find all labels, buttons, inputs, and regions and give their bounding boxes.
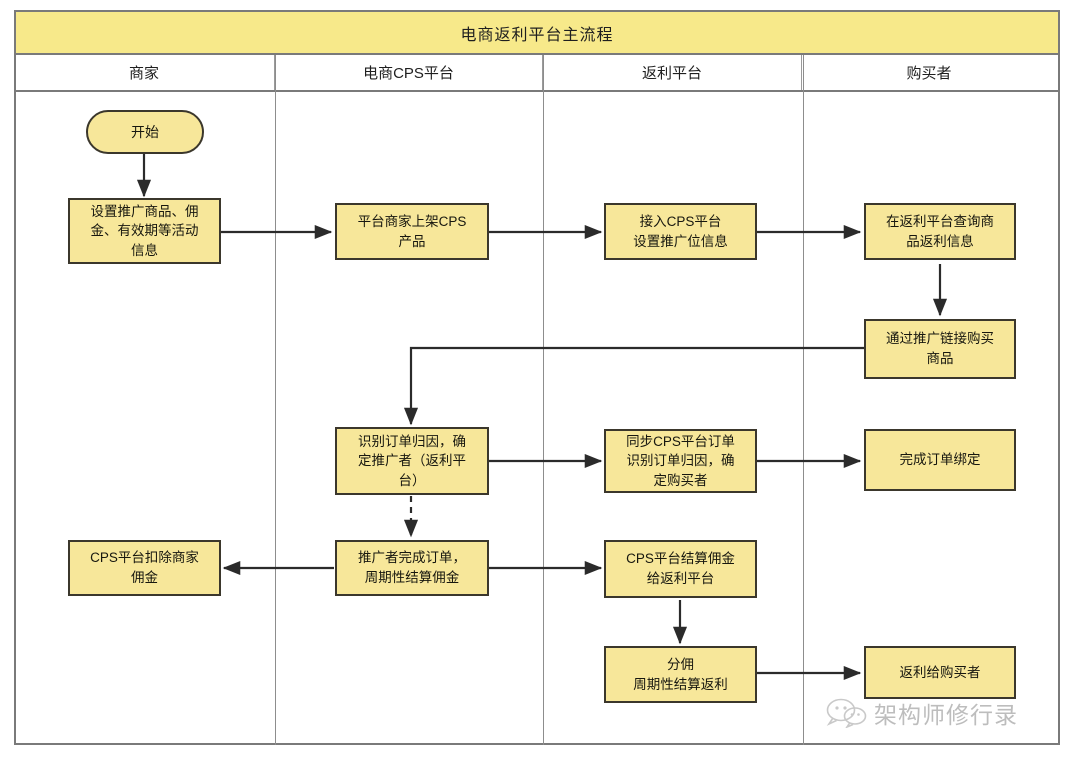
node-buy[interactable]: 通过推广链接购买 商品 <box>864 319 1016 379</box>
diagram-title-text: 电商返利平台主流程 <box>460 26 614 44</box>
lane-header-label: 电商CPS平台 <box>363 65 454 82</box>
lane-header-buyer: 购买者 <box>802 55 1056 90</box>
node-bind[interactable]: 完成订单绑定 <box>864 429 1016 491</box>
lane-header-label: 返利平台 <box>641 65 702 82</box>
lane-header-rebate: 返利平台 <box>543 55 802 90</box>
diagram-title: 电商返利平台主流程 <box>14 10 1060 55</box>
node-deduct[interactable]: CPS平台扣除商家 佣金 <box>68 540 221 596</box>
node-sync[interactable]: 同步CPS平台订单 识别订单归因，确 定购买者 <box>604 429 757 493</box>
lane-divider-2 <box>543 55 544 745</box>
node-settle[interactable]: 推广者完成订单， 周期性结算佣金 <box>335 540 489 596</box>
node-payout[interactable]: CPS平台结算佣金 给返利平台 <box>604 540 757 598</box>
lane-header-merchant: 商家 <box>14 55 275 90</box>
node-connect[interactable]: 接入CPS平台 设置推广位信息 <box>604 203 757 260</box>
node-rebate-user[interactable]: 返利给购买者 <box>864 646 1016 699</box>
lane-header-cps: 电商CPS平台 <box>275 55 543 90</box>
node-split[interactable]: 分佣 周期性结算返利 <box>604 646 757 703</box>
node-attribution[interactable]: 识别订单归因，确 定推广者（返利平 台） <box>335 427 489 495</box>
node-listing[interactable]: 平台商家上架CPS 产品 <box>335 203 489 260</box>
lane-divider-3 <box>803 55 804 745</box>
lane-divider-1 <box>275 55 276 745</box>
lane-header-label: 商家 <box>128 65 159 82</box>
lane-header-row: 商家 电商CPS平台 返利平台 购买者 <box>14 55 1060 92</box>
lane-header-label: 购买者 <box>906 65 952 82</box>
node-query[interactable]: 在返利平台查询商 品返利信息 <box>864 203 1016 260</box>
node-start[interactable]: 开始 <box>86 110 204 154</box>
node-setup[interactable]: 设置推广商品、佣 金、有效期等活动 信息 <box>68 198 221 264</box>
